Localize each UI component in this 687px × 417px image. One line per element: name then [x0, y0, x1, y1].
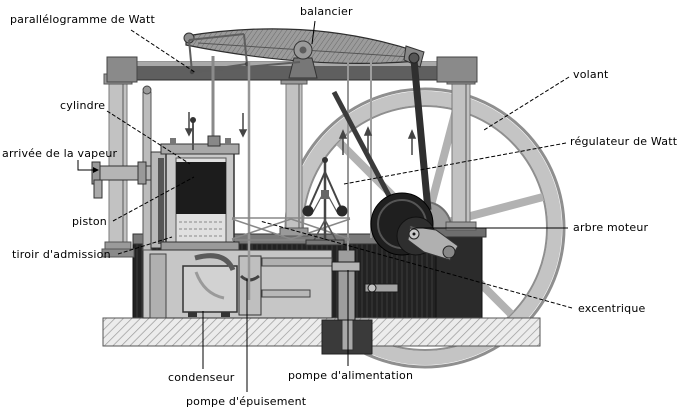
cylinder-assembly: [91, 85, 240, 251]
piston-in-cylinder: [176, 162, 226, 214]
condenser-vessel: [182, 253, 238, 317]
leader-tiroir: [117, 236, 173, 255]
feed-pump: [331, 249, 399, 321]
arrow-up-2: [363, 126, 373, 153]
connecting-rod: [408, 52, 432, 211]
watt-governor: [302, 157, 348, 246]
arrow-down-2: [238, 113, 248, 138]
leader-piston: [112, 176, 195, 222]
label-arbre-moteur: arbre moteur: [573, 221, 649, 234]
label-arrivee-de-la-vapeur: arrivée de la vapeur: [2, 147, 118, 160]
delivery-pipe: [261, 289, 311, 298]
arrow-up-3: [407, 129, 417, 155]
steam-inlet-arrow: [77, 160, 99, 173]
cylinder-body: [160, 135, 240, 251]
leader-cylindre: [106, 110, 191, 165]
governor-ball-left: [302, 205, 314, 217]
leader-balancier: [311, 20, 316, 45]
watt-parallelogram: [188, 33, 301, 75]
label-pompe-d-alimentation: pompe d'alimentation: [288, 369, 414, 382]
label-piston: piston: [72, 215, 107, 228]
arrow-down-1: [184, 112, 194, 137]
leader-lines: [77, 20, 573, 392]
bed-cutaway: [142, 249, 333, 319]
leader-regulateur: [343, 142, 567, 185]
leader-volant: [483, 76, 570, 131]
label-balancier: balancier: [300, 5, 353, 18]
label-cylindre: cylindre: [60, 99, 106, 112]
injection-pipe: [149, 253, 167, 319]
label-condenseur: condenseur: [168, 371, 235, 384]
beam-pivot-stand: [288, 57, 318, 79]
label-pompe-d-epuisement: pompe d'épuisement: [186, 395, 307, 408]
label-excentrique: excentrique: [578, 302, 646, 315]
crank-and-eccentric: [370, 192, 459, 261]
governor-ball-right: [336, 205, 348, 217]
label-regulateur-de-watt: régulateur de Watt: [570, 135, 678, 148]
arrow-up-1: [338, 129, 348, 155]
label-parallelogramme-de-watt: parallélogramme de Watt: [10, 13, 155, 26]
label-tiroir-d-admission: tiroir d'admission: [12, 248, 111, 261]
motion-arrows: [184, 112, 417, 155]
leader-parallelogramme: [130, 29, 197, 74]
pump-well: [321, 319, 373, 355]
suction-pipe: [261, 257, 333, 267]
label-volant: volant: [573, 68, 609, 81]
